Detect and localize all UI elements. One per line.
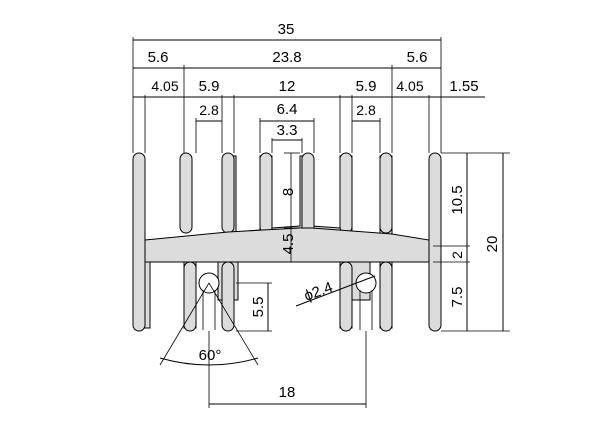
leg-1 bbox=[183, 261, 197, 332]
center-dimensions: 8 4.5 bbox=[280, 152, 300, 262]
dim-hole-diameter: ϕ2.4 bbox=[302, 279, 335, 305]
heatsink-profile bbox=[132, 152, 442, 332]
dim-right-edge: 5.6 bbox=[407, 49, 428, 66]
dim-right-slot: 2.8 bbox=[356, 102, 376, 118]
dim-lower-height: 7.5 bbox=[449, 287, 466, 308]
fin-1 bbox=[132, 152, 146, 332]
right-dimension-labels: 10.5 2 7.5 20 bbox=[449, 185, 501, 307]
dim-hole-spacing: 18 bbox=[279, 384, 296, 401]
dim-right-gap: 5.9 bbox=[356, 78, 377, 95]
dim-hole-depth: 5.5 bbox=[250, 297, 267, 318]
dim-fin-height-center: 8 bbox=[280, 188, 297, 196]
dim-total-height-upper: 10.5 bbox=[449, 185, 466, 214]
dim-left-slot: 2.8 bbox=[199, 102, 219, 118]
fin-7 bbox=[379, 152, 393, 234]
dim-overall-width: 35 bbox=[278, 21, 295, 38]
dim-right-fin-offset: 4.05 bbox=[396, 78, 423, 94]
dim-web-height: 4.5 bbox=[280, 234, 297, 255]
fin-4 bbox=[259, 152, 273, 234]
fin-5 bbox=[301, 152, 315, 234]
web-body bbox=[144, 227, 430, 263]
dim-fin-thickness: 1.55 bbox=[449, 78, 478, 95]
hole-spacing-dimension: 18 bbox=[208, 331, 367, 408]
dim-center-span: 23.8 bbox=[272, 49, 301, 66]
leg-2 bbox=[221, 261, 235, 332]
fin-8 bbox=[428, 152, 442, 332]
fin-2 bbox=[179, 152, 193, 234]
top-dimensions bbox=[132, 37, 485, 153]
dim-center-outer: 6.4 bbox=[277, 101, 298, 118]
hole-right bbox=[355, 272, 377, 294]
leg-3 bbox=[339, 261, 353, 332]
fin-6 bbox=[339, 152, 353, 234]
dim-left-fin-offset: 4.05 bbox=[151, 78, 178, 94]
dim-left-gap: 5.9 bbox=[199, 78, 220, 95]
leg-4 bbox=[379, 261, 393, 332]
dim-center-inner: 3.3 bbox=[277, 122, 298, 139]
dim-slot-angle: 60° bbox=[199, 347, 222, 364]
hole-depth-dimension: 5.5 bbox=[236, 282, 272, 332]
dim-total-height: 20 bbox=[484, 236, 501, 253]
dim-center-gap: 12 bbox=[279, 78, 296, 95]
dim-web-thickness: 2 bbox=[449, 251, 465, 259]
right-dimensions bbox=[433, 152, 510, 332]
dim-left-edge: 5.6 bbox=[148, 49, 169, 66]
fin-3 bbox=[221, 152, 235, 234]
top-dimension-labels: 35 5.6 23.8 5.6 4.05 5.9 12 5.9 4.05 1.5… bbox=[148, 21, 479, 139]
